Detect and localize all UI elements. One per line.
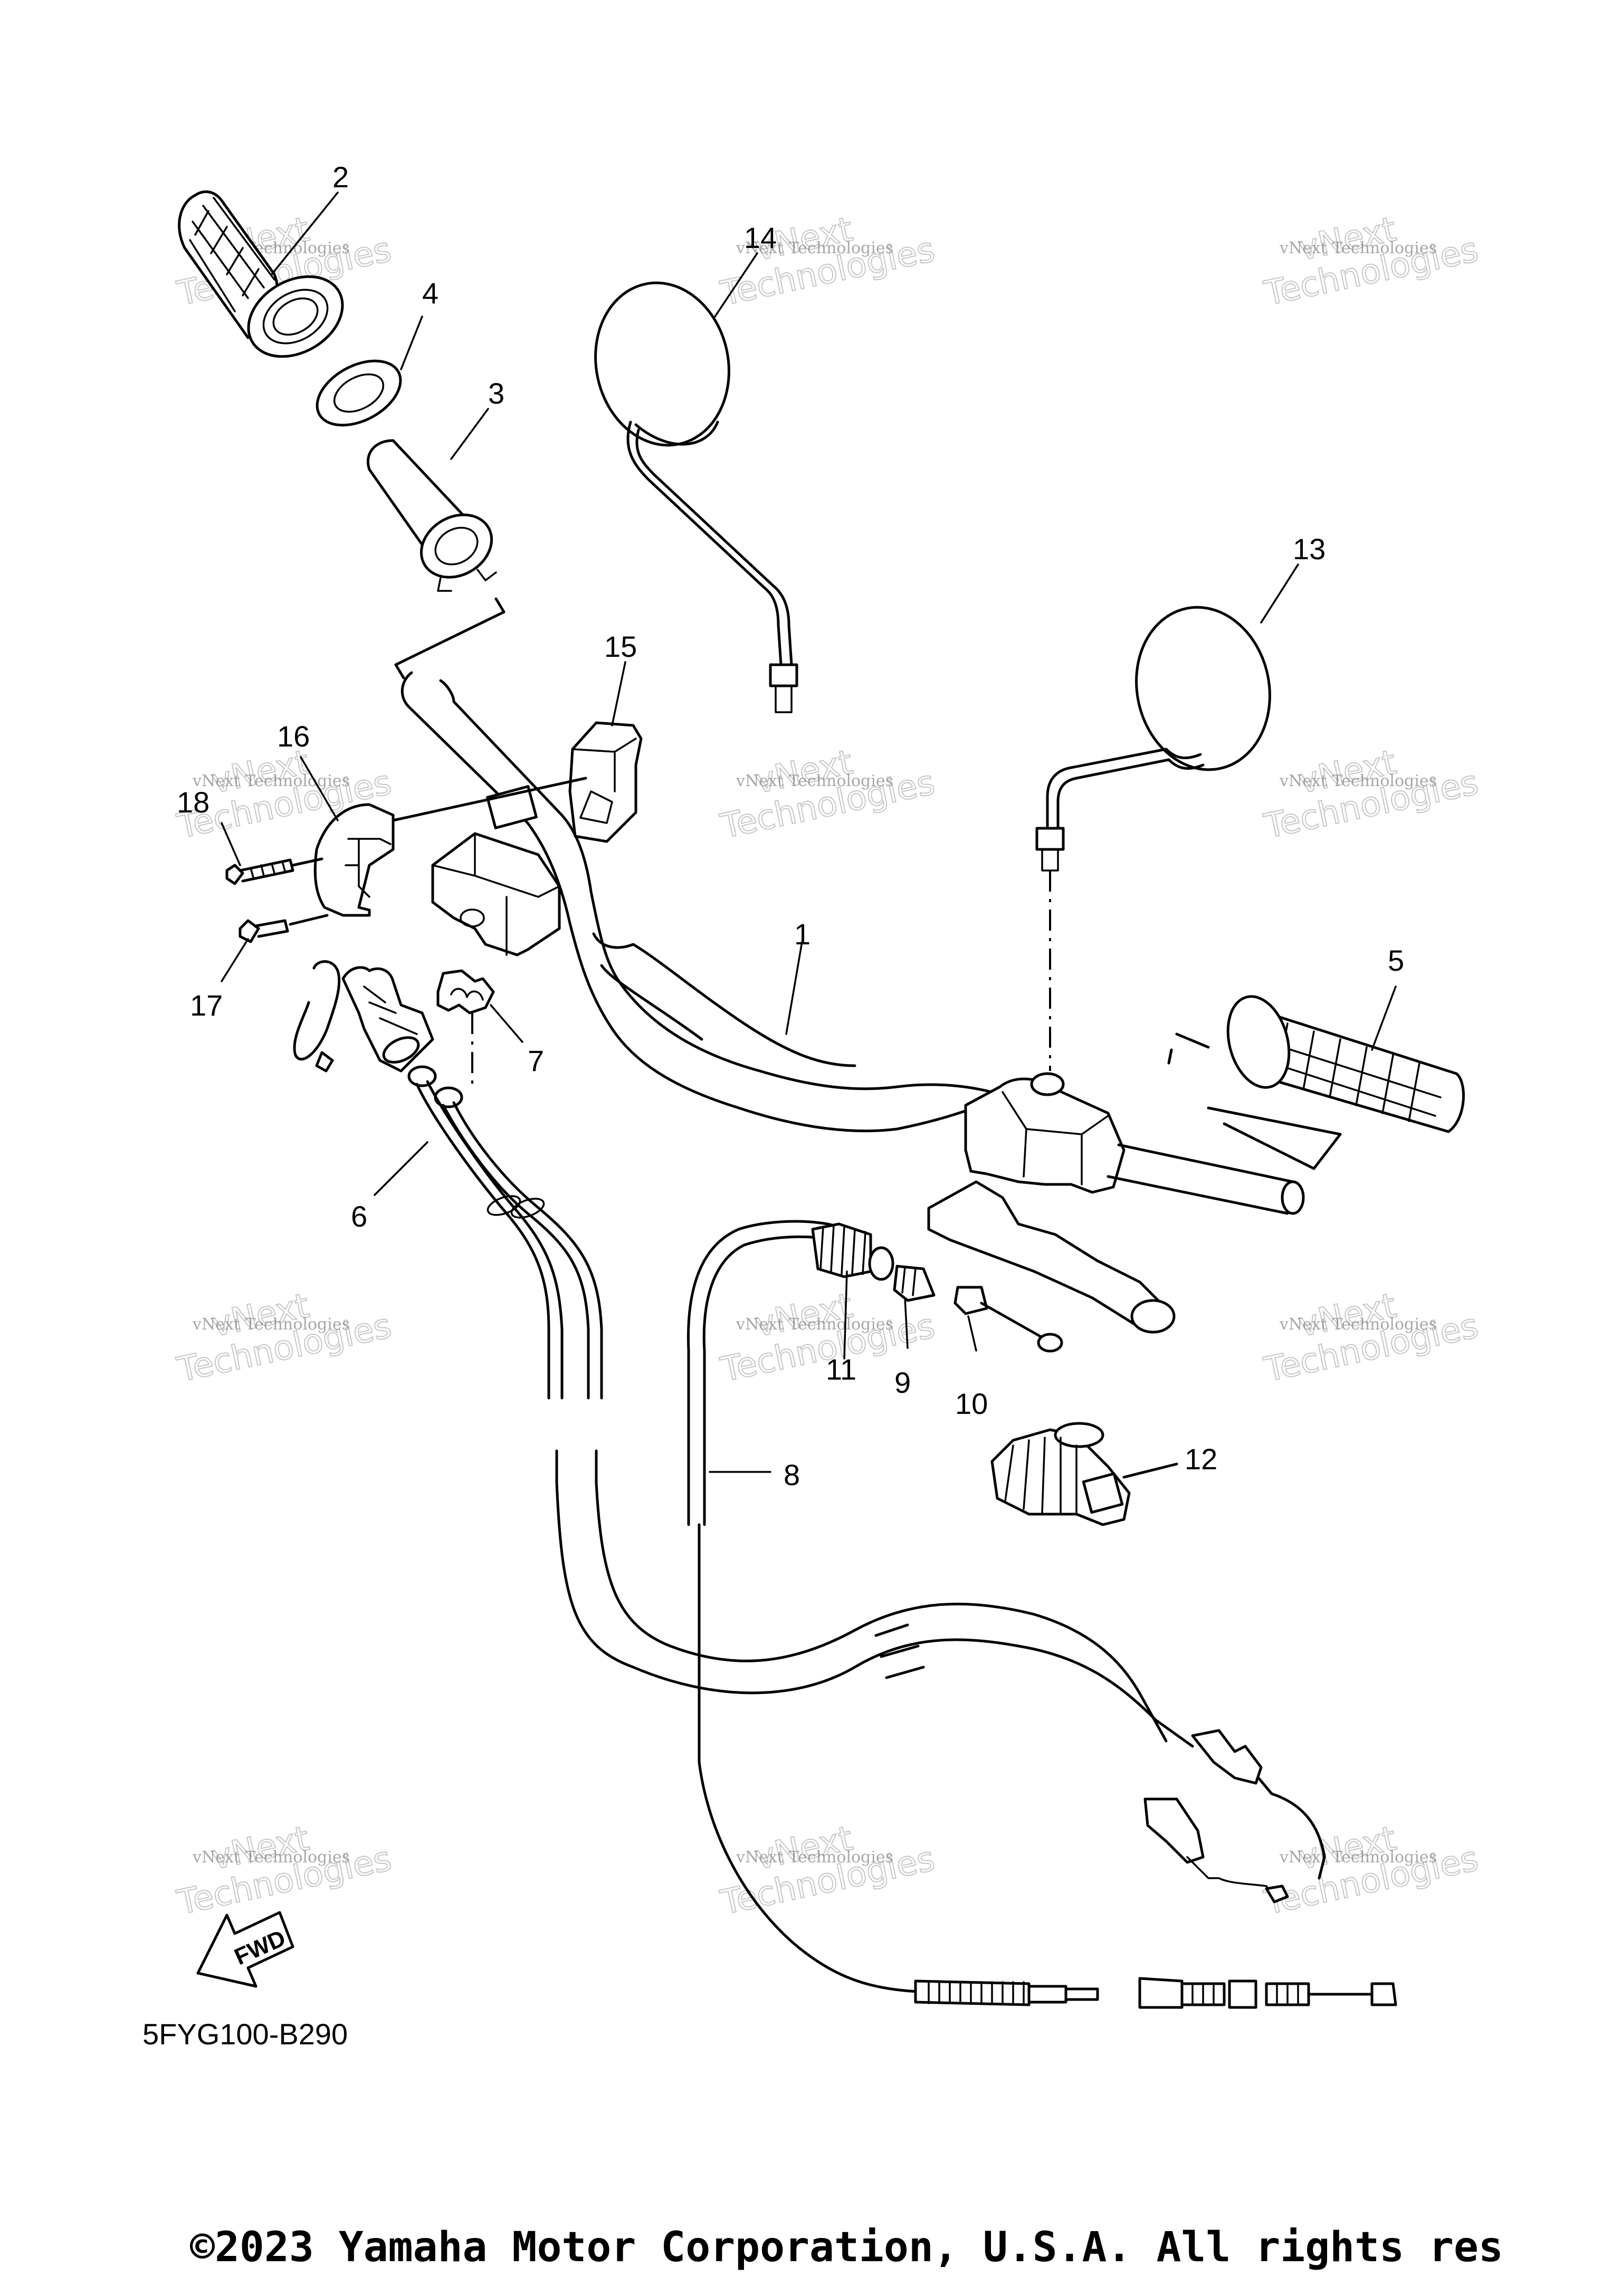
watermark-text: vNext Technologies [736, 1315, 893, 1334]
leader-lines [221, 192, 1397, 1473]
callout-9[interactable]: 9 [894, 1366, 911, 1399]
callout-2[interactable]: 2 [332, 160, 349, 194]
watermark-text: vNext Technologies [736, 1848, 893, 1867]
part-small-clamp[interactable] [436, 969, 495, 1087]
callout-12[interactable]: 12 [1185, 1442, 1217, 1476]
callout-18[interactable]: 18 [177, 786, 209, 819]
watermark-text: vNext Technologies [1279, 239, 1437, 257]
copyright-notice: ©2023 Yamaha Motor Corporation, U.S.A. A… [190, 2224, 1503, 2271]
part-screw-17[interactable] [239, 914, 329, 943]
callout-4[interactable]: 4 [422, 276, 438, 310]
part-clutch-lever-holder[interactable] [927, 1072, 1305, 1334]
callout-14[interactable]: 14 [744, 221, 777, 254]
part-clamp-15[interactable] [568, 721, 643, 843]
watermark-text: vNext Technologies [192, 772, 350, 790]
callout-13[interactable]: 13 [1293, 532, 1326, 566]
watermark-text: vNext Technologies [736, 239, 893, 257]
callout-10[interactable]: 10 [955, 1387, 988, 1420]
part-right-mirror[interactable] [1035, 595, 1284, 1071]
part-left-grip[interactable] [178, 190, 357, 372]
part-dust-cover[interactable] [990, 1422, 1178, 1526]
part-clutch-cable[interactable] [686, 1220, 1397, 2009]
part-right-grip[interactable] [1167, 990, 1465, 1170]
fwd-direction-badge: FWD [196, 1911, 294, 1988]
part-throttle-cables[interactable] [293, 960, 1326, 1903]
callouts: 2 4 3 14 13 15 16 18 17 7 1 5 6 11 9 10 … [177, 160, 1404, 1491]
part-switch-housing[interactable] [431, 785, 561, 956]
part-washer[interactable] [307, 348, 412, 438]
part-handlebar[interactable] [401, 671, 994, 1133]
callout-17[interactable]: 17 [190, 989, 223, 1022]
part-left-mirror[interactable] [581, 270, 798, 713]
callout-7[interactable]: 7 [528, 1044, 544, 1077]
watermark-text: vNext Technologies [1279, 772, 1437, 790]
diagram-code: 5FYG100-B290 [142, 2017, 348, 2051]
part-clamp-16[interactable] [313, 777, 587, 917]
callout-8[interactable]: 8 [784, 1458, 800, 1491]
part-throttle-tube[interactable] [366, 439, 506, 680]
watermark-text: vNext Technologies [192, 1848, 350, 1867]
watermark-text: vNext Technologies [736, 772, 893, 790]
watermark-text: vNext Technologies [192, 1315, 350, 1334]
callout-6[interactable]: 6 [351, 1200, 367, 1233]
callout-15[interactable]: 15 [604, 630, 637, 663]
callout-1[interactable]: 1 [794, 917, 810, 951]
part-screw-18[interactable] [225, 857, 323, 885]
callout-3[interactable]: 3 [488, 377, 504, 410]
callout-11[interactable]: 11 [826, 1353, 856, 1386]
callout-5[interactable]: 5 [1388, 944, 1404, 977]
watermark-text: vNext Technologies [1279, 1848, 1437, 1867]
watermark-text: vNext Technologies [1279, 1315, 1437, 1334]
callout-16[interactable]: 16 [277, 720, 310, 753]
